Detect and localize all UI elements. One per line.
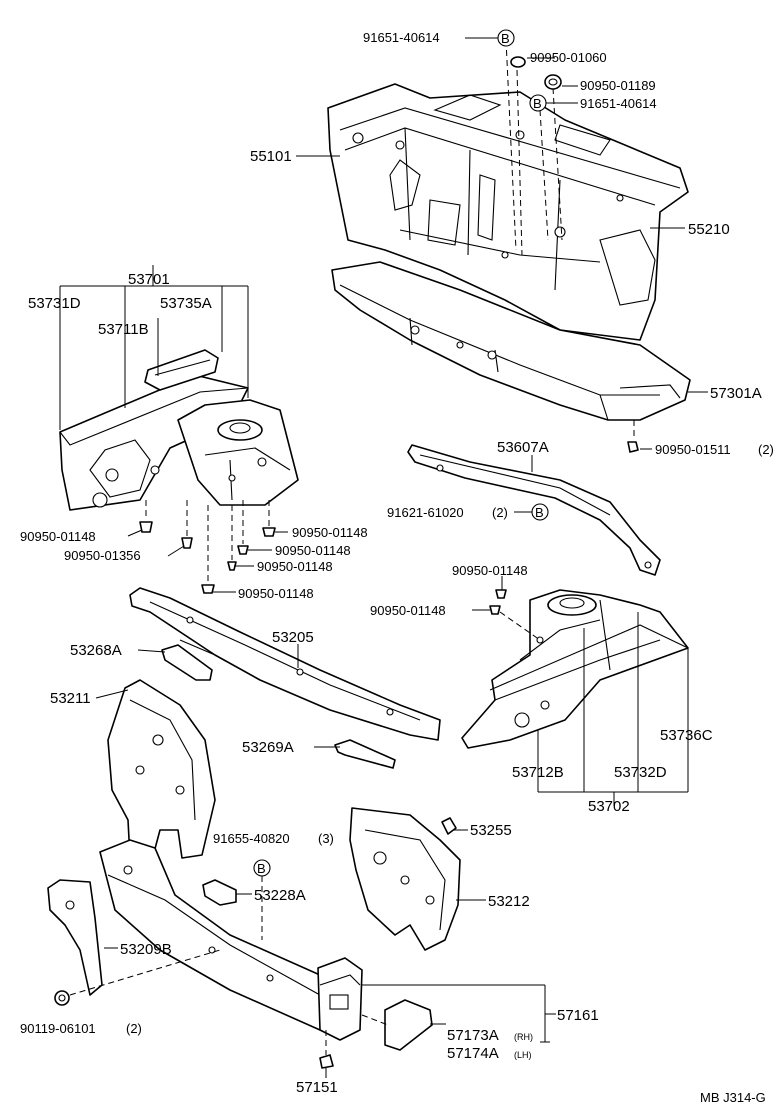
radiator-support-upper-53205	[129, 587, 441, 741]
label-53607A: 53607A	[497, 439, 549, 456]
label-57301A: 57301A	[710, 385, 762, 402]
leader-lines	[59, 37, 708, 1078]
label-90119-06101: 90119-06101	[20, 1021, 96, 1036]
dash-line	[361, 1014, 389, 1026]
label-53702: 53702	[588, 798, 630, 815]
label-57161: 57161	[557, 1007, 599, 1024]
label-53255: 53255	[470, 822, 512, 839]
label-53228A: 53228A	[254, 887, 306, 904]
radiator-side-support-53212	[349, 807, 461, 951]
label-55210: 55210	[688, 221, 730, 238]
label-90950-01148: 90950-01148	[275, 543, 351, 558]
svg-text:B: B	[501, 31, 510, 46]
label-90950-01356: 90950-01356	[64, 548, 141, 563]
label-53731D: 53731D	[28, 295, 81, 312]
crossmember-57161	[317, 957, 433, 1069]
cowl-panel-57301A	[331, 261, 691, 421]
label-90950-01511-qty: (2)	[758, 442, 774, 457]
label-57173A-side: (RH)	[514, 1032, 533, 1042]
svg-text:B: B	[535, 505, 544, 520]
dash-line	[516, 69, 523, 256]
svg-text:B: B	[533, 96, 542, 111]
grommet-icon	[510, 56, 639, 453]
label-91655-40820: 91655-40820	[213, 831, 290, 846]
label-91651-40614: 91651-40614	[580, 96, 657, 111]
label-91621-61020: 91621-61020	[387, 505, 464, 520]
radiator-side-support-53211	[107, 679, 216, 861]
clip-53255	[441, 817, 457, 835]
label-53711B: 53711B	[98, 321, 149, 338]
label-91621-61020-qty: (2)	[492, 505, 508, 520]
bracket-53269A	[334, 739, 396, 769]
label-90119-06101-qty: (2)	[126, 1021, 142, 1036]
label-53269A: 53269A	[242, 739, 294, 756]
brace-53607A	[407, 444, 661, 576]
label-53736C: 53736C	[660, 727, 713, 744]
part-labels: 91651-40614 90950-01060 90950-01189 9165…	[20, 30, 774, 1105]
front-apron-lh-53701	[59, 349, 299, 511]
label-90950-01148: 90950-01148	[292, 525, 368, 540]
label-53268A: 53268A	[70, 642, 122, 659]
front-apron-rh-53702	[461, 589, 689, 749]
label-57174A-side: (LH)	[514, 1050, 532, 1060]
bracket-53268A	[161, 644, 213, 681]
marker-b-icon: B B B B	[253, 29, 549, 877]
label-90950-01189: 90950-01189	[580, 78, 656, 93]
label-91655-40820-qty: (3)	[318, 831, 334, 846]
label-53212: 53212	[488, 893, 530, 910]
dash-panel-55101	[327, 83, 689, 341]
bracket-53228A	[202, 879, 237, 906]
label-53205: 53205	[272, 629, 314, 646]
clip-icon	[489, 589, 507, 615]
dash-line	[505, 39, 517, 251]
label-57151: 57151	[296, 1079, 338, 1096]
dash-line	[539, 109, 549, 241]
label-53701: 53701	[128, 271, 170, 288]
label-90950-01148: 90950-01148	[238, 586, 314, 601]
radiator-support-lower-53209B	[47, 839, 331, 1031]
label-53712B: 53712B	[512, 764, 564, 781]
dash-line	[69, 949, 221, 996]
label-90950-01060: 90950-01060	[530, 50, 607, 65]
label-90950-01148: 90950-01148	[452, 563, 528, 578]
label-53211: 53211	[50, 690, 91, 707]
label-53735A: 53735A	[160, 295, 212, 312]
label-90950-01511: 90950-01511	[655, 442, 731, 457]
label-53732D: 53732D	[614, 764, 667, 781]
dash-line	[499, 611, 541, 641]
label-90950-01148: 90950-01148	[20, 529, 96, 544]
svg-text:B: B	[257, 861, 266, 876]
clip-icon	[139, 521, 276, 594]
label-91651-40614: 91651-40614	[363, 30, 440, 45]
dash-line	[552, 87, 563, 241]
bolt-icon	[54, 990, 70, 1006]
label-57173A: 57173A	[447, 1027, 499, 1044]
label-90950-01148: 90950-01148	[370, 603, 446, 618]
label-55101: 55101	[250, 148, 292, 165]
label-90950-01148: 90950-01148	[257, 559, 333, 574]
label-53209B: 53209B	[120, 941, 172, 958]
label-57174A: 57174A	[447, 1045, 499, 1062]
diagram-code: MB J314-G	[700, 1090, 766, 1105]
